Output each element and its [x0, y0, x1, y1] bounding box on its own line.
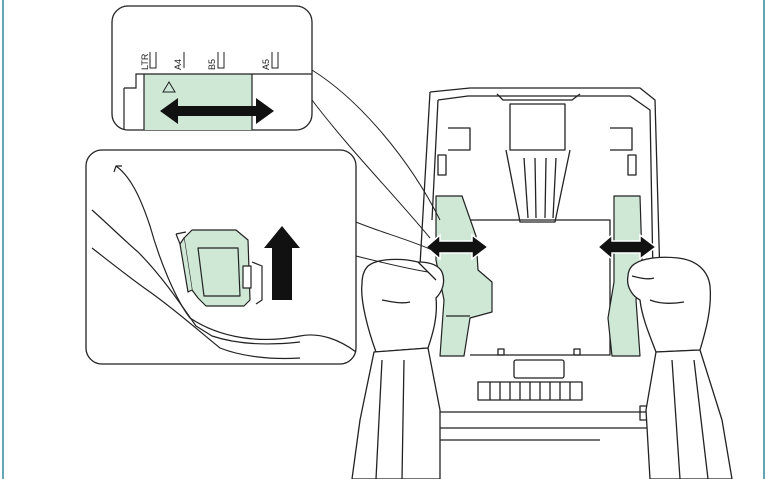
center-guide-rail: [505, 149, 571, 223]
right-slot: [610, 127, 633, 151]
double-arrow-icon: [160, 98, 274, 124]
left-hand-creases: [381, 261, 437, 304]
tray-inner-wall: [431, 95, 655, 331]
rear-stopper: [496, 93, 581, 151]
lever-tray-edge: [91, 165, 357, 360]
a5-tick: [271, 52, 279, 69]
right-clip: [627, 154, 637, 176]
right-hand: [626, 256, 733, 479]
scale-guide-area: [144, 74, 252, 130]
lever-clip: [175, 231, 187, 245]
right-hand-creases: [631, 275, 685, 304]
tray-floor: [470, 219, 611, 356]
floor-square-left: [497, 348, 505, 356]
lever-body: [183, 229, 251, 307]
left-sleeve-folds: [375, 359, 405, 479]
lever-callout-pointer: [355, 221, 433, 273]
scale-label-ltr: LTR: [140, 53, 150, 70]
ltr-tick: [149, 52, 157, 69]
front-latch: [513, 359, 565, 379]
release-lever: [175, 229, 263, 307]
left-clip: [437, 154, 447, 176]
rail-rib-2: [534, 157, 537, 219]
left-hand-fist: [361, 258, 445, 353]
up-arrow-icon: [264, 226, 300, 300]
right-guide-body: [607, 195, 643, 357]
right-sleeve: [645, 349, 733, 479]
paper-tray: [404, 87, 701, 479]
right-hand-fist: [626, 256, 712, 353]
left-hand: [351, 258, 445, 479]
rail-rib-3: [544, 157, 547, 219]
rail-rib-1: [523, 157, 529, 219]
front-panel-lines: [418, 411, 690, 441]
double-arrow-icon: [596, 233, 658, 261]
lever-callout: [85, 149, 433, 365]
scale-edge: [123, 73, 312, 130]
left-sleeve: [351, 347, 441, 479]
front-handle-frame: [477, 381, 583, 401]
floor-square-right: [573, 348, 581, 356]
scale-label-a4: A4: [173, 59, 183, 70]
double-arrow-icon: [424, 233, 490, 261]
lever-bracket: [251, 261, 263, 305]
scale-callout: LTR A4 B5 A5: [111, 5, 441, 239]
left-slot: [448, 127, 471, 151]
left-paper-guide: [435, 195, 493, 357]
rail-rib-4: [552, 157, 557, 219]
right-paper-guide: [607, 195, 643, 357]
lever-tab: [242, 265, 252, 289]
scale-label-b5: B5: [207, 59, 217, 70]
scale-callout-pointer: [311, 69, 441, 239]
lever-face: [197, 247, 241, 297]
triangle-pointer-icon: [162, 81, 176, 93]
lever-side: [179, 237, 193, 293]
scale-label-a5: A5: [261, 59, 271, 70]
b5-tick: [217, 52, 225, 69]
right-sleeve-folds: [671, 359, 709, 479]
